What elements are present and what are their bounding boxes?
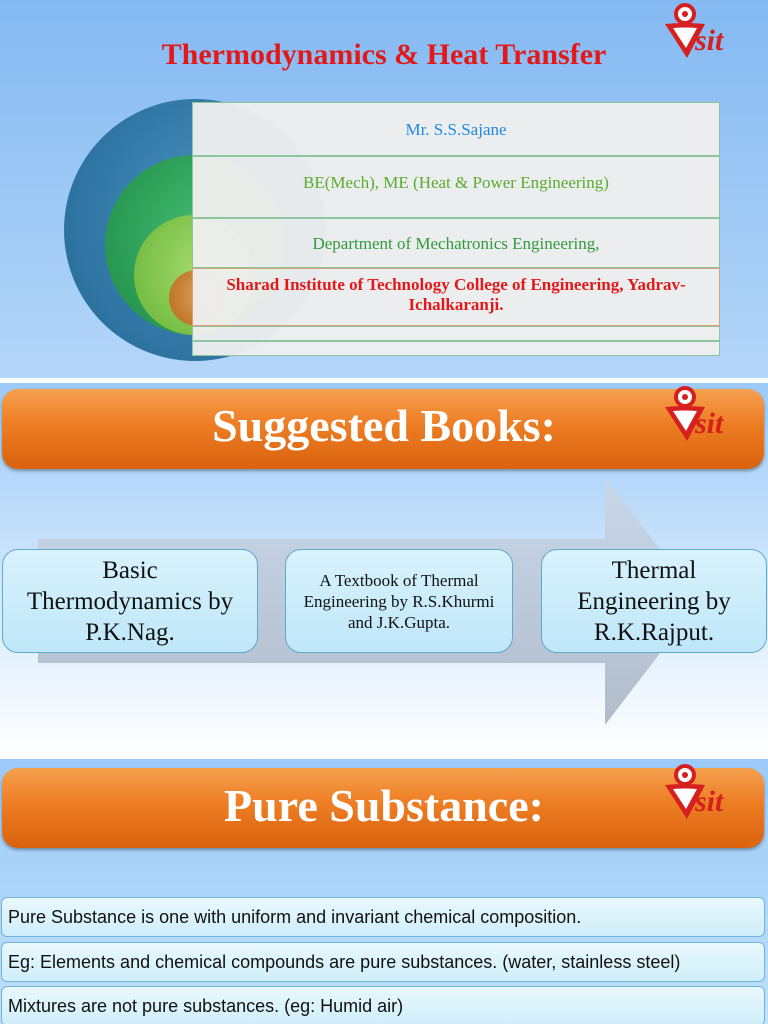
books-slide: Suggested Books: sit Basic Thermodynamic… (0, 383, 768, 755)
sit-logo: sit (655, 383, 755, 445)
row-empty-1 (192, 326, 720, 341)
book-title-1: Basic Thermodynamics by P.K.Nag. (26, 556, 234, 646)
book-card-1: Basic Thermodynamics by P.K.Nag. (2, 549, 258, 653)
point-text-2: Eg: Elements and chemical compounds are … (8, 951, 681, 972)
presenter-name: Mr. S.S.Sajane (405, 120, 507, 139)
section-title: Suggested Books: (212, 400, 556, 451)
section-banner (2, 389, 764, 469)
row-institute-box (192, 268, 720, 326)
logo-text: sit (694, 407, 725, 440)
pure-substance-slide: Pure Substance: sit Pure Substance is on… (0, 759, 768, 1024)
logo-text: sit (694, 785, 725, 818)
section-title: Pure Substance: (224, 780, 544, 831)
presenter-degree: BE(Mech), ME (Heat & Power Engineering) (303, 173, 609, 192)
book-title-3: Thermal Engineering by R.K.Rajput. (577, 556, 731, 646)
presenter-department: Department of Mechatronics Engineering, (312, 234, 600, 253)
section-banner (2, 768, 764, 848)
sit-logo: sit (655, 0, 755, 62)
point-text-1: Pure Substance is one with uniform and i… (8, 906, 582, 927)
sit-logo: sit (655, 761, 755, 823)
point-1: Pure Substance is one with uniform and i… (1, 897, 765, 937)
point-2: Eg: Elements and chemical compounds are … (1, 942, 765, 982)
title-slide: Thermodynamics & Heat Transfer sit Mr. S… (0, 0, 768, 378)
row-department-box (192, 218, 720, 268)
row-degree-box (192, 156, 720, 218)
slide-title: Thermodynamics & Heat Transfer (161, 38, 607, 71)
book-card-3: Thermal Engineering by R.K.Rajput. (541, 549, 767, 653)
book-card-2: A Textbook of Thermal Engineering by R.S… (285, 549, 513, 653)
point-text-3: Mixtures are not pure substances. (eg: H… (8, 995, 404, 1016)
point-3: Mixtures are not pure substances. (eg: H… (1, 986, 765, 1024)
institute-name: Sharad Institute of Technology College o… (226, 275, 686, 314)
row-presenter-box (192, 102, 720, 156)
logo-text: sit (694, 24, 725, 57)
book-title-2: A Textbook of Thermal Engineering by R.S… (303, 570, 495, 632)
row-empty-2 (192, 341, 720, 356)
